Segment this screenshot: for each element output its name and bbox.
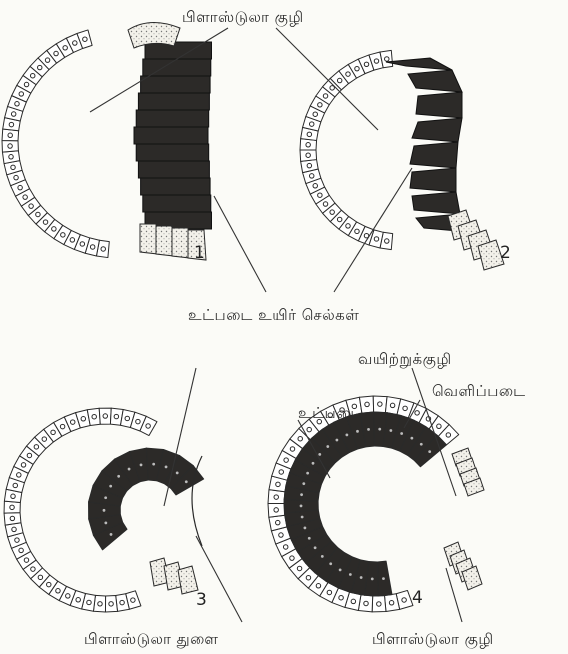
cell-nucleus xyxy=(104,521,107,524)
cell-nucleus xyxy=(326,445,329,448)
cell-nucleus xyxy=(109,485,112,488)
cell-nucleus xyxy=(306,472,309,475)
mesoderm-cell xyxy=(172,228,190,258)
endoderm-cell xyxy=(410,168,456,192)
mesoderm-cell xyxy=(156,226,174,256)
endoderm-cell xyxy=(136,110,209,127)
cell-nucleus xyxy=(345,433,348,436)
ectoderm-cell xyxy=(4,513,21,525)
cell-nucleus xyxy=(378,428,381,431)
cell-nucleus xyxy=(152,463,155,466)
leader-line-blastocoel-2 xyxy=(276,28,378,130)
cell-nucleus xyxy=(349,573,352,576)
cell-nucleus xyxy=(367,428,370,431)
mesoderm-cell xyxy=(140,224,158,254)
cell-nucleus xyxy=(304,526,307,529)
endoderm-cell xyxy=(408,70,462,92)
cell-nucleus xyxy=(428,450,431,453)
label-blastocoel-bottom: பிளாஸ்டுலா குழி xyxy=(372,630,494,650)
endoderm-cell xyxy=(141,178,211,195)
cell-nucleus xyxy=(318,453,321,456)
stage-number-4: 4 xyxy=(412,588,423,608)
cell-nucleus xyxy=(382,577,385,580)
cell-nucleus xyxy=(400,432,403,435)
cell-nucleus xyxy=(356,430,359,433)
ectoderm-cell xyxy=(4,501,20,513)
cell-nucleus xyxy=(321,555,324,558)
ectoderm-cell xyxy=(105,595,117,612)
endoderm-cell xyxy=(138,93,209,110)
cell-nucleus xyxy=(314,546,317,549)
cell-nucleus xyxy=(312,462,315,465)
cell-nucleus xyxy=(117,475,120,478)
cell-nucleus xyxy=(104,496,107,499)
label-archenteron: வயிற்றுக்குழி xyxy=(358,350,452,370)
stage-number-1: 1 xyxy=(194,243,205,263)
cell-nucleus xyxy=(335,439,338,442)
label-blastopore: பிளாஸ்டுலா துளை xyxy=(84,630,218,650)
cell-nucleus xyxy=(329,562,332,565)
ectoderm-cell xyxy=(300,150,317,161)
embryo-stage-1 xyxy=(2,22,211,260)
ectoderm-cell xyxy=(268,503,285,517)
cell-nucleus xyxy=(103,509,106,512)
leader-line-endoderm-cells-1 xyxy=(214,196,266,292)
endoderm-cell xyxy=(134,127,208,144)
cell-nucleus xyxy=(176,472,179,475)
endoderm-cell xyxy=(138,161,209,178)
cell-nucleus xyxy=(165,465,168,468)
embryo-stage-3 xyxy=(4,408,204,612)
cell-nucleus xyxy=(410,437,413,440)
label-ectoderm: வெளிப்படை xyxy=(432,382,526,402)
cell-nucleus xyxy=(110,533,113,536)
cell-nucleus xyxy=(301,516,304,519)
cell-nucleus xyxy=(420,443,423,446)
endoderm-cell xyxy=(416,92,462,118)
cell-nucleus xyxy=(339,568,342,571)
cell-nucleus xyxy=(389,429,392,432)
ectoderm-cell xyxy=(2,141,18,153)
embryo-stage-4 xyxy=(268,396,484,612)
ectoderm-cell xyxy=(99,408,111,424)
stage-number-3: 3 xyxy=(196,590,207,610)
mesoderm-cell xyxy=(178,566,198,594)
ectoderm-cell xyxy=(373,396,387,412)
endoderm-cell xyxy=(410,142,458,168)
ectoderm-cell xyxy=(87,408,100,425)
cell-nucleus xyxy=(185,480,188,483)
cell-nucleus xyxy=(371,578,374,581)
cell-nucleus xyxy=(128,468,131,471)
label-blastocoel-top: பிளாஸ்டுலா குழி xyxy=(182,8,304,28)
cell-nucleus xyxy=(308,537,311,540)
label-endoderm: உட்படை xyxy=(298,404,363,424)
endoderm-cell xyxy=(412,192,460,214)
ectoderm-cell xyxy=(372,596,386,612)
cell-nucleus xyxy=(300,493,303,496)
endoderm-cell xyxy=(136,144,209,161)
cell-nucleus xyxy=(300,504,303,507)
endoderm-cell xyxy=(386,58,452,70)
stage-number-2: 2 xyxy=(500,243,511,263)
cell-nucleus xyxy=(140,463,143,466)
label-endoderm-cells: உட்படை உயிர் செல்கள் xyxy=(188,306,359,326)
endoderm-cell xyxy=(141,76,211,93)
endoderm-cell xyxy=(412,118,462,142)
cell-nucleus xyxy=(360,576,363,579)
cell-nucleus xyxy=(302,482,305,485)
endoderm-cell xyxy=(143,195,211,212)
